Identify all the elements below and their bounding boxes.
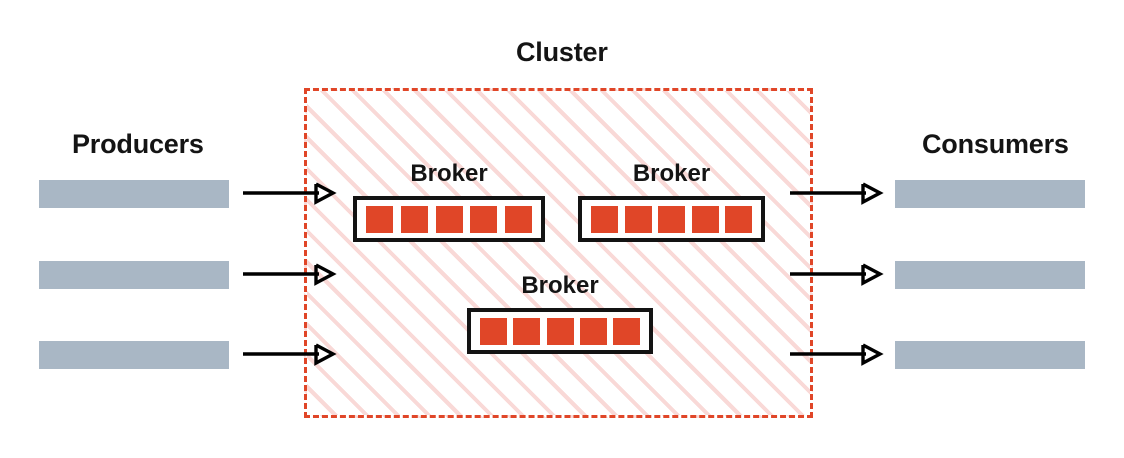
partition-block — [435, 205, 463, 233]
cluster-region — [304, 88, 813, 418]
partition-block — [366, 205, 393, 233]
consumer-node[interactable] — [895, 261, 1085, 289]
partition-block — [725, 205, 752, 233]
partition-block — [658, 205, 685, 233]
broker-partitions — [353, 196, 545, 242]
partition-block — [400, 205, 428, 233]
partition-block — [591, 205, 618, 233]
broker-label: Broker — [521, 272, 599, 299]
partition-block — [480, 317, 507, 345]
producers-title: Producers — [72, 129, 204, 159]
partition-block — [513, 317, 541, 345]
partition-block — [505, 205, 532, 233]
arrow-cluster-to-consumer-icon — [790, 182, 884, 205]
cluster-title: Cluster — [516, 37, 608, 67]
partition-block — [624, 205, 652, 233]
consumer-node[interactable] — [895, 180, 1085, 208]
partition-block — [691, 205, 719, 233]
broker-partitions — [578, 196, 765, 242]
producer-node[interactable] — [39, 341, 229, 369]
arrow-producer-to-cluster-icon — [243, 343, 337, 366]
partition-block — [470, 205, 498, 233]
partition-block — [546, 317, 574, 345]
broker-partitions — [467, 308, 653, 354]
consumers-title: Consumers — [922, 129, 1069, 159]
arrow-cluster-to-consumer-icon — [790, 343, 884, 366]
producer-node[interactable] — [39, 261, 229, 289]
broker-label: Broker — [410, 160, 488, 187]
arrow-cluster-to-consumer-icon — [790, 263, 884, 286]
consumer-node[interactable] — [895, 341, 1085, 369]
arrow-producer-to-cluster-icon — [243, 263, 337, 286]
broker-label: Broker — [632, 160, 711, 187]
producer-node[interactable] — [39, 180, 229, 208]
partition-block — [613, 317, 640, 345]
partition-block — [579, 317, 607, 345]
arrow-producer-to-cluster-icon — [243, 182, 337, 205]
